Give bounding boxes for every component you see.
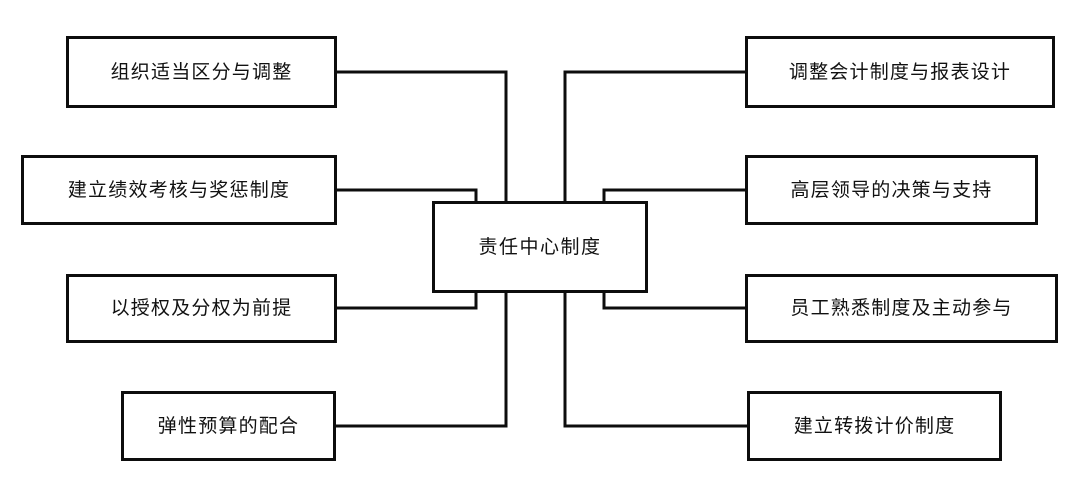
right-node-3-label: 员工熟悉制度及主动参与 — [790, 297, 1013, 320]
left-node-3-label: 以授权及分权为前提 — [110, 297, 293, 320]
conn-right-2 — [602, 188, 745, 201]
left-node-4[interactable]: 弹性预算的配合 — [121, 391, 336, 461]
right-node-3[interactable]: 员工熟悉制度及主动参与 — [745, 274, 1058, 343]
right-node-4[interactable]: 建立转拨计价制度 — [747, 391, 1002, 461]
left-node-1[interactable]: 组织适当区分与调整 — [66, 36, 337, 108]
right-node-1-label: 调整会计制度与报表设计 — [788, 60, 1012, 83]
right-node-4-label: 建立转拨计价制度 — [793, 414, 956, 437]
conn-right-1 — [563, 70, 745, 201]
conn-left-4 — [336, 293, 508, 428]
center-node-responsibility-center[interactable]: 责任中心制度 — [432, 201, 648, 293]
conn-right-3 — [602, 293, 745, 310]
left-node-1-label: 组织适当区分与调整 — [110, 60, 293, 83]
left-node-4-label: 弹性预算的配合 — [157, 414, 300, 437]
center-node-label: 责任中心制度 — [478, 235, 602, 258]
right-node-2[interactable]: 高层领导的决策与支持 — [745, 155, 1038, 225]
conn-left-2 — [337, 188, 478, 201]
right-node-2-label: 高层领导的决策与支持 — [790, 178, 993, 201]
conn-left-1 — [337, 70, 508, 201]
conn-right-4 — [563, 293, 747, 428]
left-node-3[interactable]: 以授权及分权为前提 — [66, 274, 337, 343]
left-node-2-label: 建立绩效考核与奖惩制度 — [67, 178, 291, 201]
left-node-2[interactable]: 建立绩效考核与奖惩制度 — [21, 155, 337, 225]
right-node-1[interactable]: 调整会计制度与报表设计 — [745, 36, 1055, 108]
conn-left-3 — [337, 293, 478, 310]
